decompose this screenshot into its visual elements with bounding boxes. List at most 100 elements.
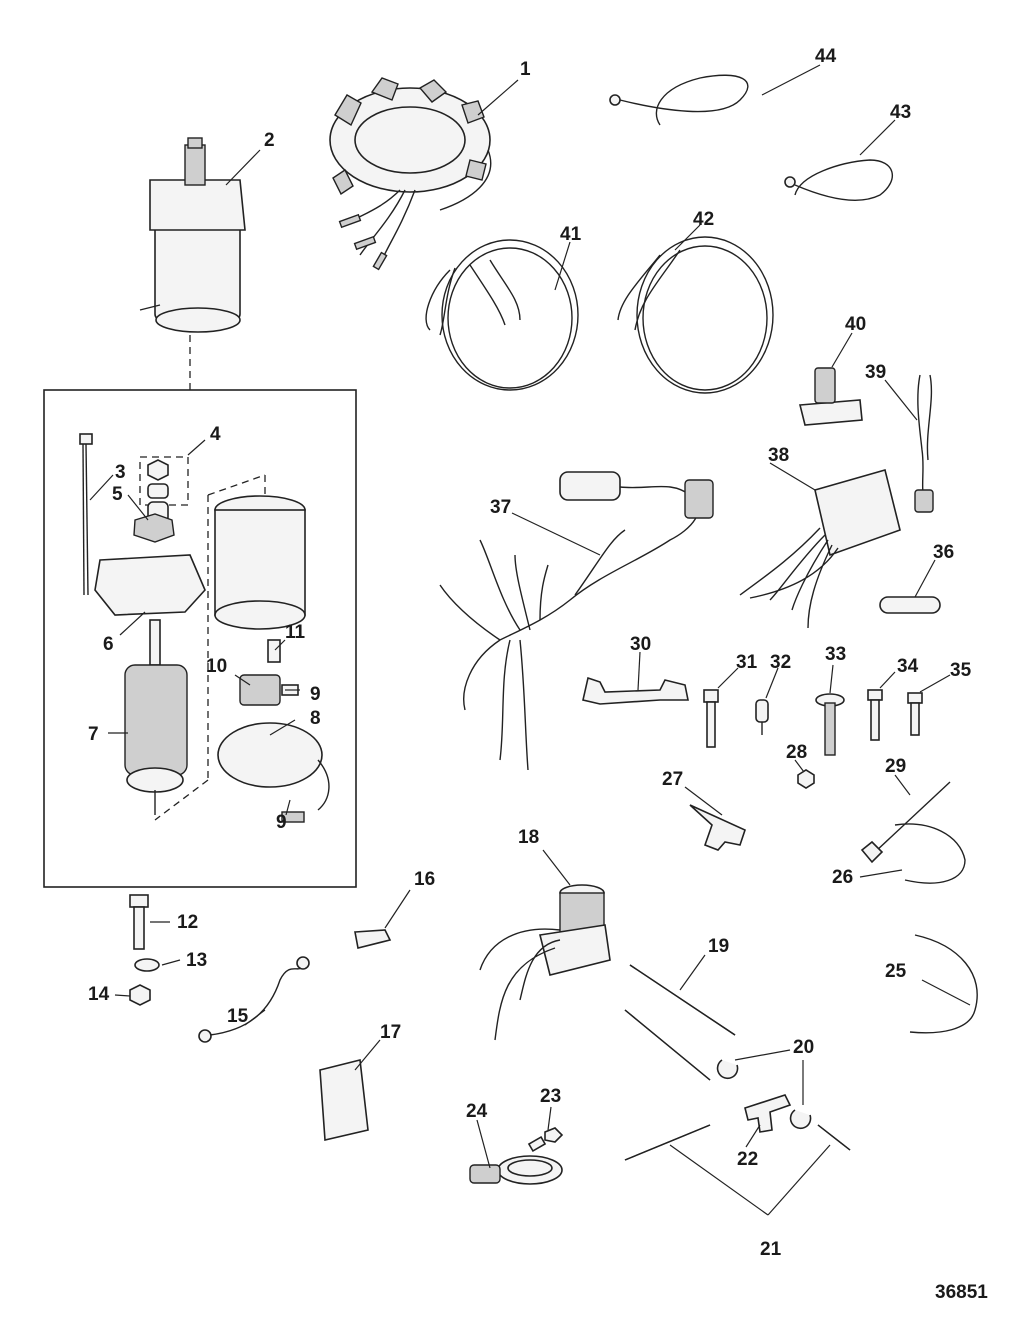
screw-35 xyxy=(907,692,923,736)
callout-11: 11 xyxy=(285,622,306,643)
callout-39: 39 xyxy=(865,362,886,383)
retainer-plate xyxy=(879,596,941,614)
callout-4: 4 xyxy=(210,424,221,445)
leader-19 xyxy=(679,954,706,991)
long-bolt xyxy=(860,781,951,864)
voltage-regulator xyxy=(739,469,901,629)
leader-1 xyxy=(477,79,519,116)
callout-12: 12 xyxy=(177,912,198,933)
callout-24: 24 xyxy=(466,1101,488,1122)
leader-37 xyxy=(511,512,601,556)
leader-26 xyxy=(859,869,903,878)
callout-6: 6 xyxy=(103,634,114,655)
callout-21: 21 xyxy=(760,1239,782,1260)
callout-1: 1 xyxy=(520,59,531,80)
screw-33 xyxy=(815,693,845,756)
callout-27: 27 xyxy=(662,769,683,790)
terminal-boot xyxy=(354,929,392,949)
leader-38 xyxy=(769,462,816,491)
leader-24 xyxy=(476,1119,491,1169)
nut xyxy=(129,984,151,1006)
callout-38: 38 xyxy=(768,445,789,466)
callout-5: 5 xyxy=(112,484,123,505)
callout-31: 31 xyxy=(736,652,758,673)
callout-30: 30 xyxy=(630,634,651,655)
leader-23 xyxy=(547,1106,552,1131)
clamp xyxy=(469,1155,563,1185)
field-housing xyxy=(214,495,306,630)
leader-15 xyxy=(244,1009,266,1026)
leader-41 xyxy=(554,241,571,291)
leader-39 xyxy=(884,379,918,421)
leader-34 xyxy=(879,671,896,689)
callout-3: 3 xyxy=(115,462,126,483)
clamp-screw xyxy=(527,1127,564,1153)
leader-33 xyxy=(829,664,834,694)
harness-bracket xyxy=(582,676,689,705)
hose-clip-upper xyxy=(716,1059,739,1080)
callout-2: 2 xyxy=(264,130,275,151)
callout-32: 32 xyxy=(770,652,791,673)
j-clip xyxy=(689,804,746,851)
battery-cable-43 xyxy=(784,159,893,201)
starter-motor xyxy=(139,137,246,390)
hose-tee xyxy=(744,1094,792,1133)
callout-43: 43 xyxy=(890,102,911,123)
bolt-31 xyxy=(703,689,719,748)
callout-40: 40 xyxy=(845,314,866,335)
leader-36 xyxy=(914,559,936,598)
leader-9b xyxy=(285,799,291,816)
callout-19: 19 xyxy=(708,936,729,957)
leader-21b xyxy=(767,1144,831,1216)
through-bolt xyxy=(79,433,93,596)
leader-17 xyxy=(354,1039,381,1071)
armature xyxy=(124,619,188,815)
callout-25: 25 xyxy=(885,961,907,982)
callout-23: 23 xyxy=(540,1086,561,1107)
leader-20a xyxy=(734,1049,791,1061)
lock-washer xyxy=(134,958,160,972)
callout-20: 20 xyxy=(793,1037,814,1058)
pinion-hardware xyxy=(139,456,189,523)
leader-25 xyxy=(921,979,971,1006)
end-cap xyxy=(94,554,206,616)
leader-16 xyxy=(384,889,411,929)
hose-clip-lower xyxy=(789,1109,812,1130)
leader-3 xyxy=(89,474,114,501)
callout-36: 36 xyxy=(933,542,954,563)
leader-31 xyxy=(717,667,739,689)
callout-9a: 9 xyxy=(310,684,321,705)
cable-tie-large xyxy=(909,934,978,1034)
leader-27 xyxy=(684,786,723,816)
callout-7: 7 xyxy=(88,724,99,745)
end-cap-lead xyxy=(317,759,330,811)
leader-30 xyxy=(637,651,641,691)
leader-35 xyxy=(919,674,951,693)
leader-21a xyxy=(669,1144,769,1216)
pinion-gear xyxy=(133,513,175,543)
brush-lead-lower xyxy=(281,811,305,823)
callout-42: 42 xyxy=(693,209,714,230)
mounting-bolt xyxy=(129,894,149,950)
callout-28: 28 xyxy=(786,742,807,763)
pin-32 xyxy=(755,699,769,735)
leader-11 xyxy=(274,639,286,651)
leader-4 xyxy=(187,439,206,456)
leader-14 xyxy=(114,994,131,997)
callout-26: 26 xyxy=(832,867,853,888)
callout-14: 14 xyxy=(88,984,110,1005)
callout-9b: 9 xyxy=(276,812,287,833)
callout-37: 37 xyxy=(490,497,511,518)
callout-17: 17 xyxy=(380,1022,401,1043)
relay xyxy=(798,367,863,426)
leader-22 xyxy=(745,1124,761,1148)
leader-13 xyxy=(161,959,181,966)
leader-8 xyxy=(269,719,296,736)
callout-29: 29 xyxy=(885,756,906,777)
switch xyxy=(914,374,934,513)
callout-10: 10 xyxy=(206,656,227,677)
leader-40 xyxy=(831,332,853,368)
hose-pair xyxy=(624,964,736,1081)
callout-15: 15 xyxy=(227,1006,249,1027)
leader-28 xyxy=(794,759,805,773)
